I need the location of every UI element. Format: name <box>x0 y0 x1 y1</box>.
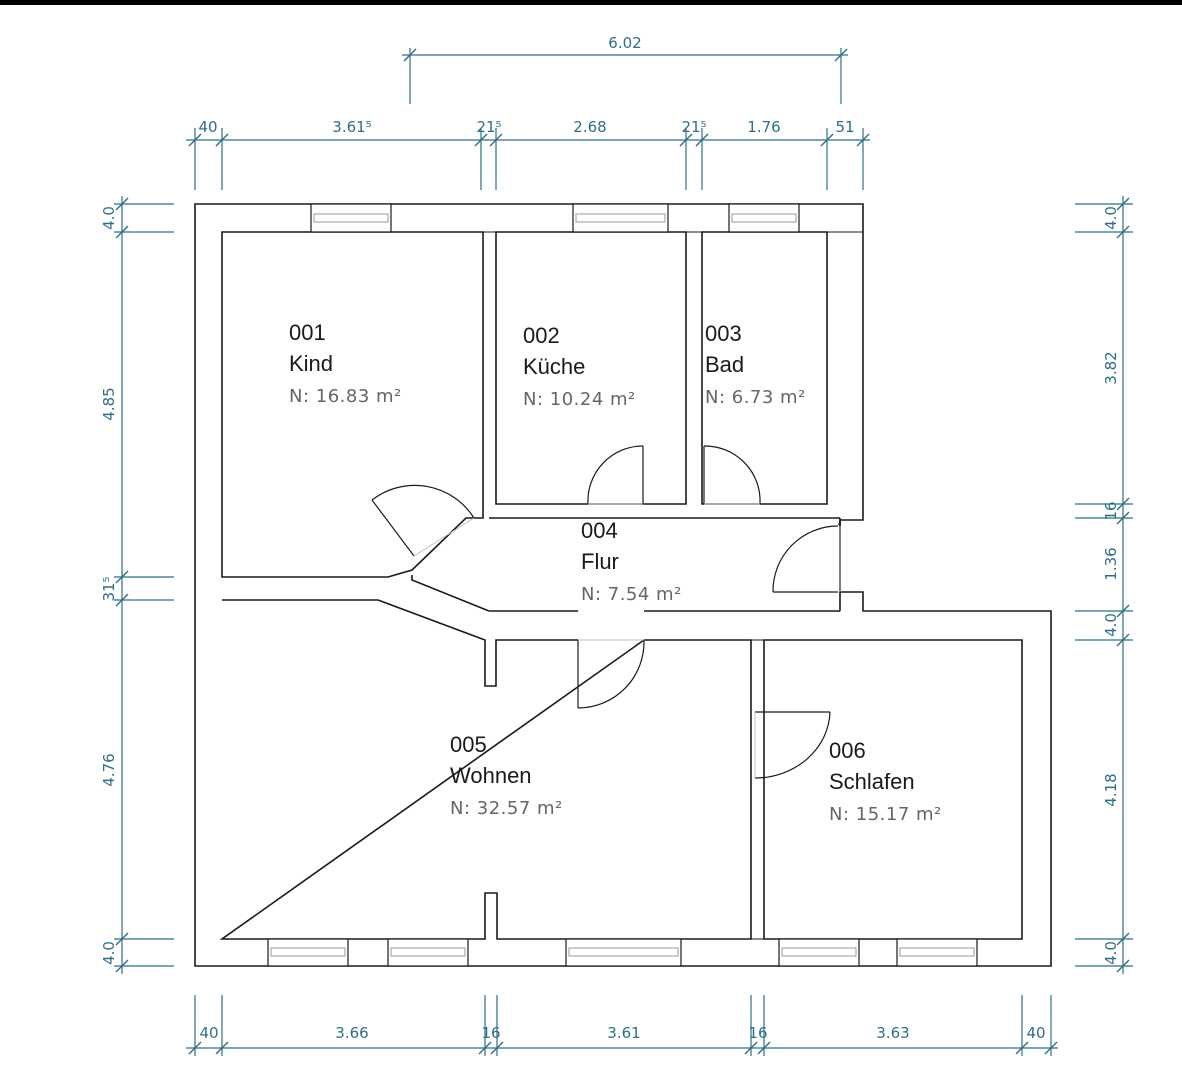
room-name: Flur <box>581 549 619 574</box>
dim-label: 16 <box>1102 501 1120 520</box>
room-labels: 001 Kind N: 16.83 m² 002 Küche N: 10.24 … <box>289 320 942 825</box>
dim-label: 1.76 <box>747 118 780 136</box>
dim-label: 21⁵ <box>476 118 501 136</box>
door-kind-swing <box>371 484 475 519</box>
room-area: N: 7.54 m² <box>581 584 682 605</box>
door-schlafen-swing <box>754 711 831 779</box>
dim-label: 3.61 <box>607 1024 640 1042</box>
door-kind-opening <box>413 517 475 557</box>
dim-left-ticks <box>114 197 174 973</box>
dim-label: 51 <box>835 118 854 136</box>
room-name: Schlafen <box>829 769 915 794</box>
door-kueche-swing <box>587 445 644 505</box>
dim-label: 40 <box>199 1024 218 1042</box>
dim-label: 4.0 <box>1102 941 1120 965</box>
windows <box>267 203 978 967</box>
doors <box>371 445 841 779</box>
room-number: 001 <box>289 320 326 345</box>
room-name: Bad <box>705 352 744 377</box>
door-bad-swing <box>703 445 761 505</box>
dim-label: 40 <box>1026 1024 1045 1042</box>
room-name: Küche <box>523 354 585 379</box>
dimensions: 6.02 40 3.61⁵ 21⁵ 2.68 21⁵ 1.76 51 <box>100 34 1133 1056</box>
top-border <box>0 0 1182 5</box>
dim-label: 4.0 <box>100 206 118 230</box>
door-kind-leaf <box>371 499 415 557</box>
window-kueche-glass <box>575 213 666 223</box>
room-schlafen-outline <box>763 639 1023 940</box>
dim-label: 1.36 <box>1102 547 1120 580</box>
dim-label: 4.0 <box>1102 206 1120 230</box>
room-area: N: 6.73 m² <box>705 387 806 408</box>
room-name: Kind <box>289 351 333 376</box>
room-area: N: 16.83 m² <box>289 386 402 407</box>
dim-bottom-ticks <box>188 995 1058 1056</box>
room-area: N: 15.17 m² <box>829 804 942 825</box>
dim-tick <box>834 48 848 62</box>
dim-label: 2.68 <box>573 118 606 136</box>
room-area: N: 10.24 m² <box>523 389 636 410</box>
dim-label: 40 <box>198 118 217 136</box>
dim-label: 3.66 <box>335 1024 368 1042</box>
dim-label: 6.02 <box>608 34 641 52</box>
dim-label: 3.82 <box>1102 351 1120 384</box>
dim-label: 4.85 <box>100 387 118 420</box>
room-kind-outline <box>221 231 484 578</box>
dim-right-ticks <box>1075 197 1133 973</box>
window-schlafen-2-glass <box>899 947 975 957</box>
door-entry-swing <box>772 525 839 593</box>
room-name: Wohnen <box>450 763 532 788</box>
dim-label: 16 <box>748 1024 767 1042</box>
room-number: 004 <box>581 518 618 543</box>
dim-label: 16 <box>481 1024 500 1042</box>
door-wohnen-swing <box>577 639 645 709</box>
window-schlafen-1-glass <box>781 947 857 957</box>
window-kind-glass <box>313 213 389 223</box>
wall-stubs-b <box>751 639 764 940</box>
room-number: 005 <box>450 732 487 757</box>
dim-label: 3.61⁵ <box>332 118 371 136</box>
dim-label: 3.63 <box>876 1024 909 1042</box>
window-wohnen-3-glass <box>568 947 679 957</box>
room-area: N: 32.57 m² <box>450 798 563 819</box>
room-number: 003 <box>705 321 742 346</box>
room-number: 002 <box>523 323 560 348</box>
dim-tick <box>403 48 417 62</box>
dim-label: 4.0 <box>1102 613 1120 637</box>
dim-label: 4.18 <box>1102 773 1120 806</box>
dim-label: 4.76 <box>100 753 118 786</box>
dim-label: 21⁵ <box>681 118 706 136</box>
window-bad-glass <box>731 213 797 223</box>
dim-top-ticks <box>188 128 870 190</box>
window-wohnen-2-glass <box>390 947 466 957</box>
window-wohnen-1-glass <box>270 947 346 957</box>
dim-label: 31⁵ <box>100 576 118 601</box>
room-number: 006 <box>829 738 866 763</box>
dim-label: 4.0 <box>100 941 118 965</box>
outer-wall <box>194 203 1052 967</box>
